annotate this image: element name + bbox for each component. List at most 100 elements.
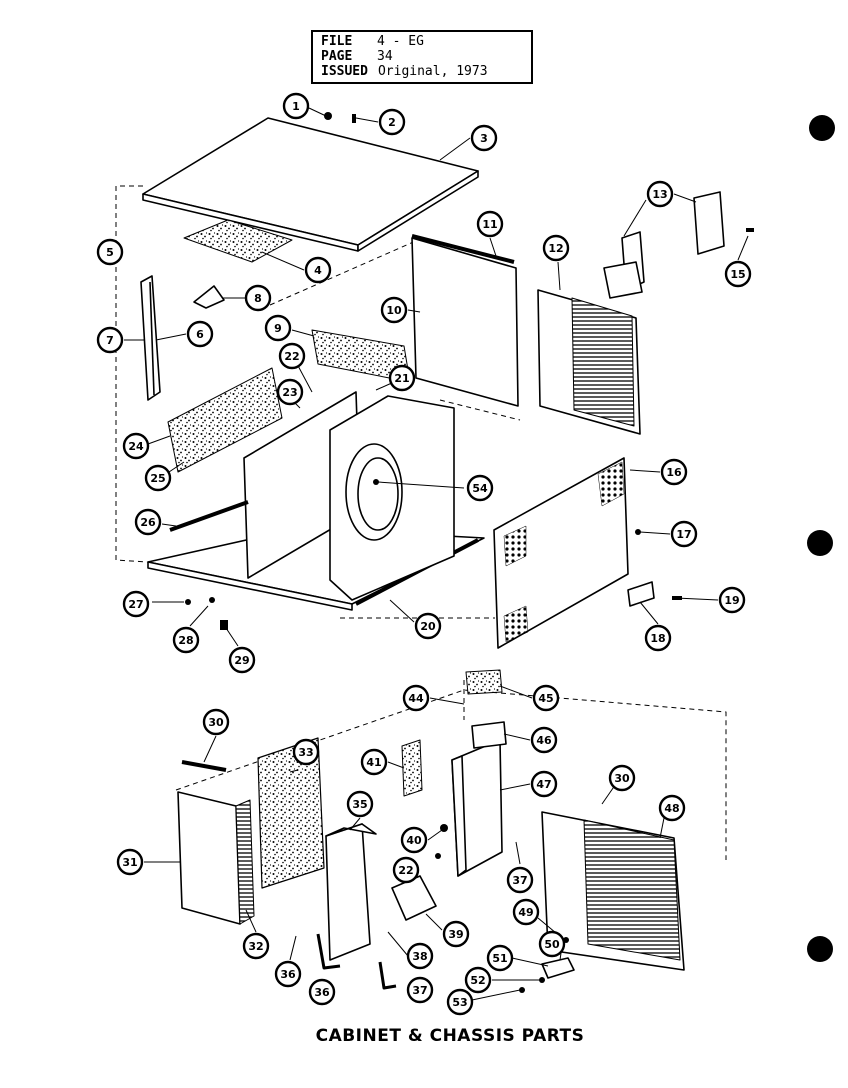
guide-line-top-right [269, 239, 419, 306]
callout-35-label: 35 [352, 798, 367, 811]
callout-5-label: 5 [106, 246, 114, 259]
callout-24: 24 [122, 432, 150, 460]
leader-51 [511, 957, 549, 967]
air-duct-top [325, 823, 377, 837]
issued-value: Original, 1973 [377, 64, 488, 79]
leader-30 [203, 735, 217, 763]
front-panel [177, 791, 241, 925]
screw-19 [672, 596, 682, 600]
nut-27 [185, 599, 191, 605]
issued-label: ISSUED [321, 64, 368, 79]
page-row: PAGE 34 [321, 49, 523, 64]
guide-line-middle [439, 399, 521, 421]
callout-15-ring [724, 260, 752, 288]
front-panel-edge [235, 799, 255, 925]
callout-50: 50 [538, 930, 566, 958]
callout-19: 19 [718, 586, 746, 614]
callout-6-label: 6 [196, 328, 204, 341]
side-panel-vents-left [503, 525, 527, 567]
callout-2: 2 [378, 108, 406, 136]
callout-26: 26 [134, 508, 162, 536]
callout-25-label: 25 [150, 472, 165, 485]
callout-52-label: 52 [470, 974, 485, 987]
callout-21-ring [388, 364, 416, 392]
callout-26-ring [134, 508, 162, 536]
callout-13-ring [646, 180, 674, 208]
callout-8: 8 [244, 284, 272, 312]
callout-41-label: 41 [366, 756, 381, 769]
callout-9: 9 [264, 314, 292, 342]
callout-20-label: 20 [420, 620, 436, 633]
callout-50-ring [538, 930, 566, 958]
callout-30: 30 [202, 708, 230, 736]
callout-21-label: 21 [394, 372, 409, 385]
fan-opening [345, 443, 403, 541]
callout-52: 52 [464, 966, 492, 994]
callout-15-label: 15 [730, 268, 745, 281]
callout-49-label: 49 [518, 906, 533, 919]
leader-19 [675, 597, 719, 601]
leader-13b [673, 193, 697, 203]
callout-44-label: 44 [408, 692, 424, 705]
leader-26 [161, 523, 177, 527]
callout-1-ring [282, 92, 310, 120]
fan-opening-inner [357, 457, 399, 531]
leader-54 [377, 481, 465, 489]
leader-29 [225, 627, 239, 647]
callout-18: 18 [644, 624, 672, 652]
leader-37 [515, 841, 521, 865]
callout-38-label: 38 [412, 950, 427, 963]
top-panel-edge-right [357, 170, 479, 252]
callout-12-label: 12 [548, 242, 563, 255]
callout-16: 16 [660, 458, 688, 486]
leader-41 [387, 761, 405, 769]
callout-50-label: 50 [544, 938, 560, 951]
callout-30-label: 30 [208, 716, 224, 729]
callout-51-label: 51 [492, 952, 507, 965]
rear-panel [411, 237, 519, 407]
callout-52-ring [464, 966, 492, 994]
callout-44: 44 [402, 684, 430, 712]
callout-18-label: 18 [650, 632, 665, 645]
callout-37-second: 37 [406, 976, 434, 1004]
side-rail-line [149, 281, 155, 396]
screw-17 [635, 529, 641, 535]
side-panel-vents-bottom [503, 605, 529, 643]
guide-line-chassis [175, 689, 727, 860]
callout-49: 49 [512, 898, 540, 926]
leader-35 [349, 817, 361, 831]
motor-bracket [391, 875, 437, 921]
mounting-plate [627, 581, 655, 607]
leader-12 [557, 261, 561, 291]
side-insulation [167, 367, 283, 473]
leader-18 [639, 601, 659, 625]
callout-10-ring [380, 296, 408, 324]
callout-49-ring [512, 898, 540, 926]
leader-39 [425, 913, 443, 931]
callout-41: 41 [360, 748, 388, 776]
callout-27-label: 27 [128, 598, 143, 611]
callout-40-ring [400, 826, 428, 854]
leader-40 [427, 829, 443, 841]
callout-36-second: 36 [308, 978, 336, 1006]
callout-1-label: 1 [292, 100, 300, 113]
callout-24-ring [122, 432, 150, 460]
screw-52 [539, 977, 545, 983]
guide-line-left [115, 185, 148, 563]
leader-17 [639, 531, 671, 535]
leader-2 [355, 117, 379, 123]
side-rail [140, 275, 161, 401]
screw-1 [324, 112, 332, 120]
top-insulation [183, 219, 293, 263]
callout-23-label: 23 [282, 386, 297, 399]
callout-33: 33 [292, 738, 320, 766]
callout-4: 4 [304, 256, 332, 284]
callout-32: 32 [242, 932, 270, 960]
callout-41-ring [360, 748, 388, 776]
callout-32-ring [242, 932, 270, 960]
callout-31-label: 31 [122, 856, 137, 869]
callout-46-label: 46 [536, 734, 552, 747]
callout-38: 38 [406, 942, 434, 970]
leader-6 [155, 333, 187, 341]
callout-54-ring [466, 474, 494, 502]
